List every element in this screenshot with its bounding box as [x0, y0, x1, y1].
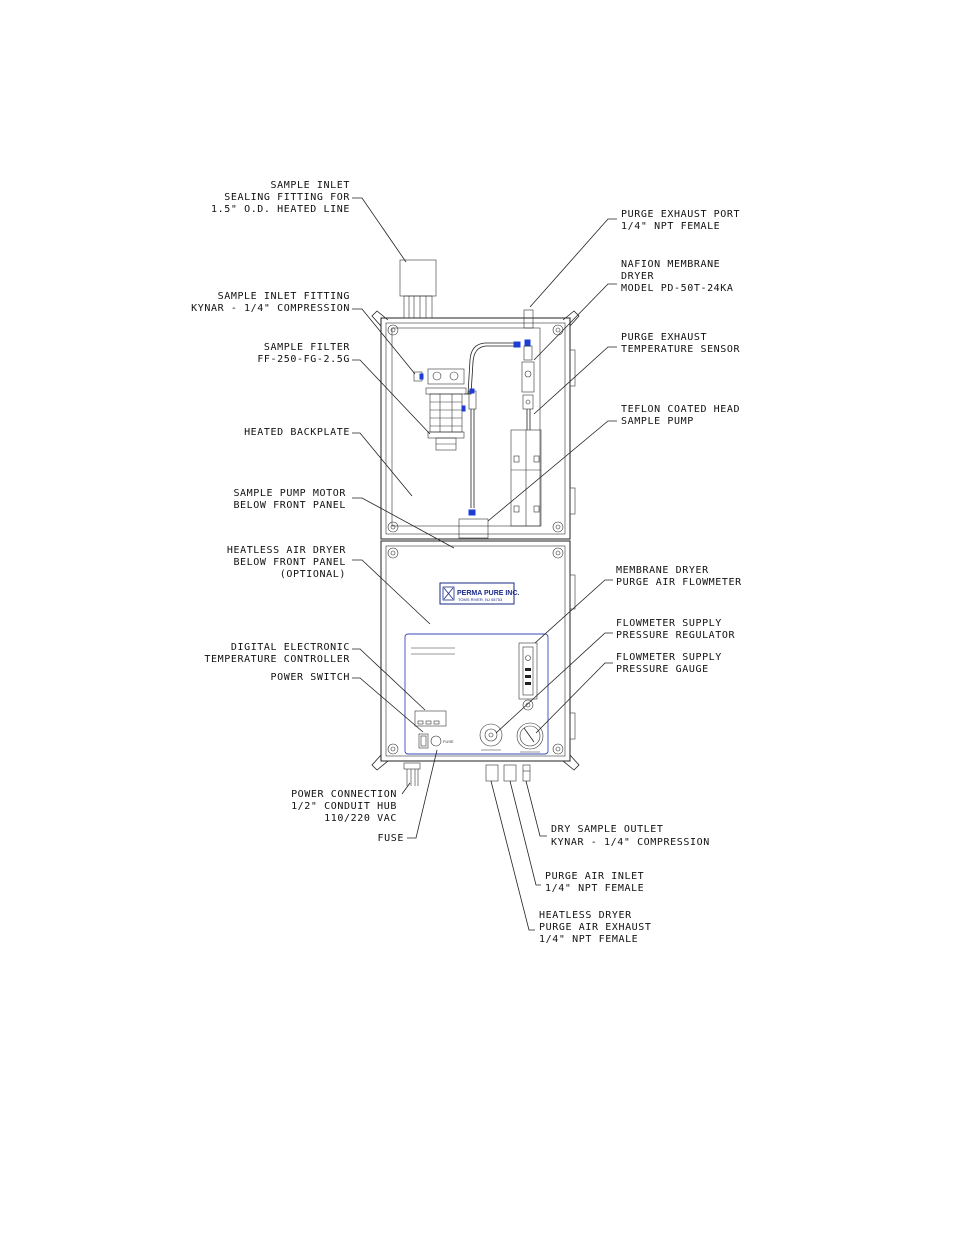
- callout-text-line: PURGE AIR FLOWMETER: [616, 577, 742, 588]
- label-sample-pump-motor: SAMPLE PUMP MOTOR BELOW FRONT PANEL: [233, 488, 346, 511]
- callout-text-line: PURGE AIR EXHAUST: [539, 922, 652, 933]
- callout-text-line: FF-250-FG-2.5G: [257, 354, 350, 365]
- power-switch[interactable]: [418, 733, 429, 749]
- callout-text-line: 1/4" NPT FEMALE: [545, 883, 644, 894]
- sample-filter: [413, 368, 467, 451]
- label-purge-air-inlet: PURGE AIR INLET 1/4" NPT FEMALE: [545, 871, 644, 894]
- label-sample-filter: SAMPLE FILTER FF-250-FG-2.5G: [257, 342, 350, 365]
- label-nafion-dryer: NAFION MEMBRANE DRYER MODEL PD-50T-24KA: [621, 259, 734, 294]
- callout-text-line: 1.5" O.D. HEATED LINE: [211, 204, 350, 215]
- label-power-switch: POWER SWITCH: [271, 672, 350, 683]
- callout-text-line: TEFLON COATED HEAD: [621, 404, 740, 415]
- callout-text-line: DRY SAMPLE OUTLET: [551, 824, 664, 835]
- label-purge-temp-sensor: PURGE EXHAUST TEMPERATURE SENSOR: [621, 332, 741, 355]
- callout-text-line: FLOWMETER SUPPLY: [616, 652, 722, 663]
- purge-air-flowmeter: [518, 642, 538, 711]
- callout-text-line: KYNAR - 1/4" COMPRESSION: [191, 303, 350, 314]
- callout-text-line: BELOW FRONT PANEL: [233, 500, 346, 511]
- callout-text-line: TEMPERATURE SENSOR: [621, 344, 741, 355]
- label-dryer-exhaust: HEATLESS DRYER PURGE AIR EXHAUST 1/4" NP…: [539, 910, 652, 945]
- callout-text-line: POWER CONNECTION: [291, 789, 397, 800]
- callout-text-line: MEMBRANE DRYER: [616, 565, 709, 576]
- label-sample-inlet-fitting: SAMPLE INLET FITTING KYNAR - 1/4" COMPRE…: [191, 291, 350, 314]
- callout-text-line: BELOW FRONT PANEL: [233, 557, 346, 568]
- callout-text-line: FLOWMETER SUPPLY: [616, 618, 722, 629]
- pressure-regulator-knob[interactable]: [479, 723, 503, 751]
- callout-text-line: POWER SWITCH: [271, 672, 350, 683]
- upper-enclosure: [371, 310, 580, 540]
- callout-text-line: SAMPLE PUMP: [621, 416, 694, 427]
- nafion-membrane-dryer: [513, 309, 535, 430]
- callout-text-line: PRESSURE GAUGE: [616, 664, 709, 675]
- label-temperature-controller: DIGITAL ELECTRONIC TEMPERATURE CONTROLLE…: [204, 642, 350, 665]
- callout-text-line: PURGE AIR INLET: [545, 871, 644, 882]
- label-pressure-regulator: FLOWMETER SUPPLY PRESSURE REGULATOR: [616, 618, 736, 641]
- label-dry-sample-outlet: DRY SAMPLE OUTLET KYNAR - 1/4" COMPRESSI…: [551, 824, 710, 848]
- callout-text-line: PURGE EXHAUST PORT: [621, 209, 740, 220]
- fuse-holder[interactable]: FUSE: [430, 735, 454, 747]
- callout-text-line: 110/220 VAC: [324, 813, 397, 824]
- callout-text-line: HEATLESS AIR DRYER: [227, 545, 347, 556]
- sample-pump: [510, 429, 542, 527]
- callout-text-line: PRESSURE REGULATOR: [616, 630, 736, 641]
- company-logo: PERMA PURE INC. TOMS RIVER, NJ 08753: [439, 582, 519, 605]
- callout-text-line: PURGE EXHAUST: [621, 332, 707, 343]
- callout-text-line: HEATED BACKPLATE: [244, 427, 350, 438]
- callout-text-line: KYNAR - 1/4" COMPRESSION: [551, 837, 710, 848]
- sample-tubing: [458, 342, 520, 539]
- callout-text-line: 1/2" CONDUIT HUB: [291, 801, 397, 812]
- callout-text-line: DIGITAL ELECTRONIC: [231, 642, 350, 653]
- callout-text-line: SAMPLE PUMP MOTOR: [233, 488, 346, 499]
- callout-text-line: SAMPLE INLET: [271, 180, 350, 191]
- label-teflon-pump: TEFLON COATED HEAD SAMPLE PUMP: [621, 404, 740, 427]
- callout-text-line: SEALING FITTING FOR: [224, 192, 350, 203]
- bottom-fittings: [403, 762, 531, 786]
- fuse-tag: FUSE: [443, 739, 454, 744]
- callout-text-line: SAMPLE INLET FITTING: [218, 291, 350, 302]
- callout-text-line: 1/4" NPT FEMALE: [621, 221, 720, 232]
- temperature-controller[interactable]: [414, 710, 447, 727]
- label-power-connection: POWER CONNECTION 1/2" CONDUIT HUB 110/22…: [291, 789, 397, 824]
- logo-tagline: TOMS RIVER, NJ 08753: [458, 597, 503, 602]
- label-heated-backplate: HEATED BACKPLATE: [244, 427, 350, 438]
- label-heatless-air-dryer: HEATLESS AIR DRYER BELOW FRONT PANEL (OP…: [227, 545, 347, 580]
- front-panel: [404, 633, 549, 755]
- label-sample-inlet: SAMPLE INLET SEALING FITTING FOR 1.5" O.…: [211, 180, 350, 215]
- pressure-gauge: [516, 722, 544, 753]
- callout-text-line: NAFION MEMBRANE: [621, 259, 720, 270]
- callout-text-line: TEMPERATURE CONTROLLER: [204, 654, 350, 665]
- leader-lines: [352, 197, 617, 931]
- label-pressure-gauge: FLOWMETER SUPPLY PRESSURE GAUGE: [616, 652, 722, 675]
- callout-text-line: DRYER: [621, 271, 654, 282]
- callout-text-line: (OPTIONAL): [280, 569, 346, 580]
- callout-text-line: FUSE: [378, 833, 404, 844]
- logo-company-name: PERMA PURE INC.: [457, 590, 519, 597]
- label-purge-exhaust-port: PURGE EXHAUST PORT 1/4" NPT FEMALE: [621, 209, 740, 232]
- callout-text-line: SAMPLE FILTER: [264, 342, 350, 353]
- callout-text-line: HEATLESS DRYER: [539, 910, 632, 921]
- lower-enclosure: [371, 540, 580, 771]
- callout-text-line: MODEL PD-50T-24KA: [621, 283, 734, 294]
- sample-inlet-sealing-fitting: [399, 259, 437, 319]
- callout-text-line: 1/4" NPT FEMALE: [539, 934, 638, 945]
- label-purge-flowmeter: MEMBRANE DRYER PURGE AIR FLOWMETER: [616, 565, 742, 588]
- label-fuse: FUSE: [378, 833, 404, 844]
